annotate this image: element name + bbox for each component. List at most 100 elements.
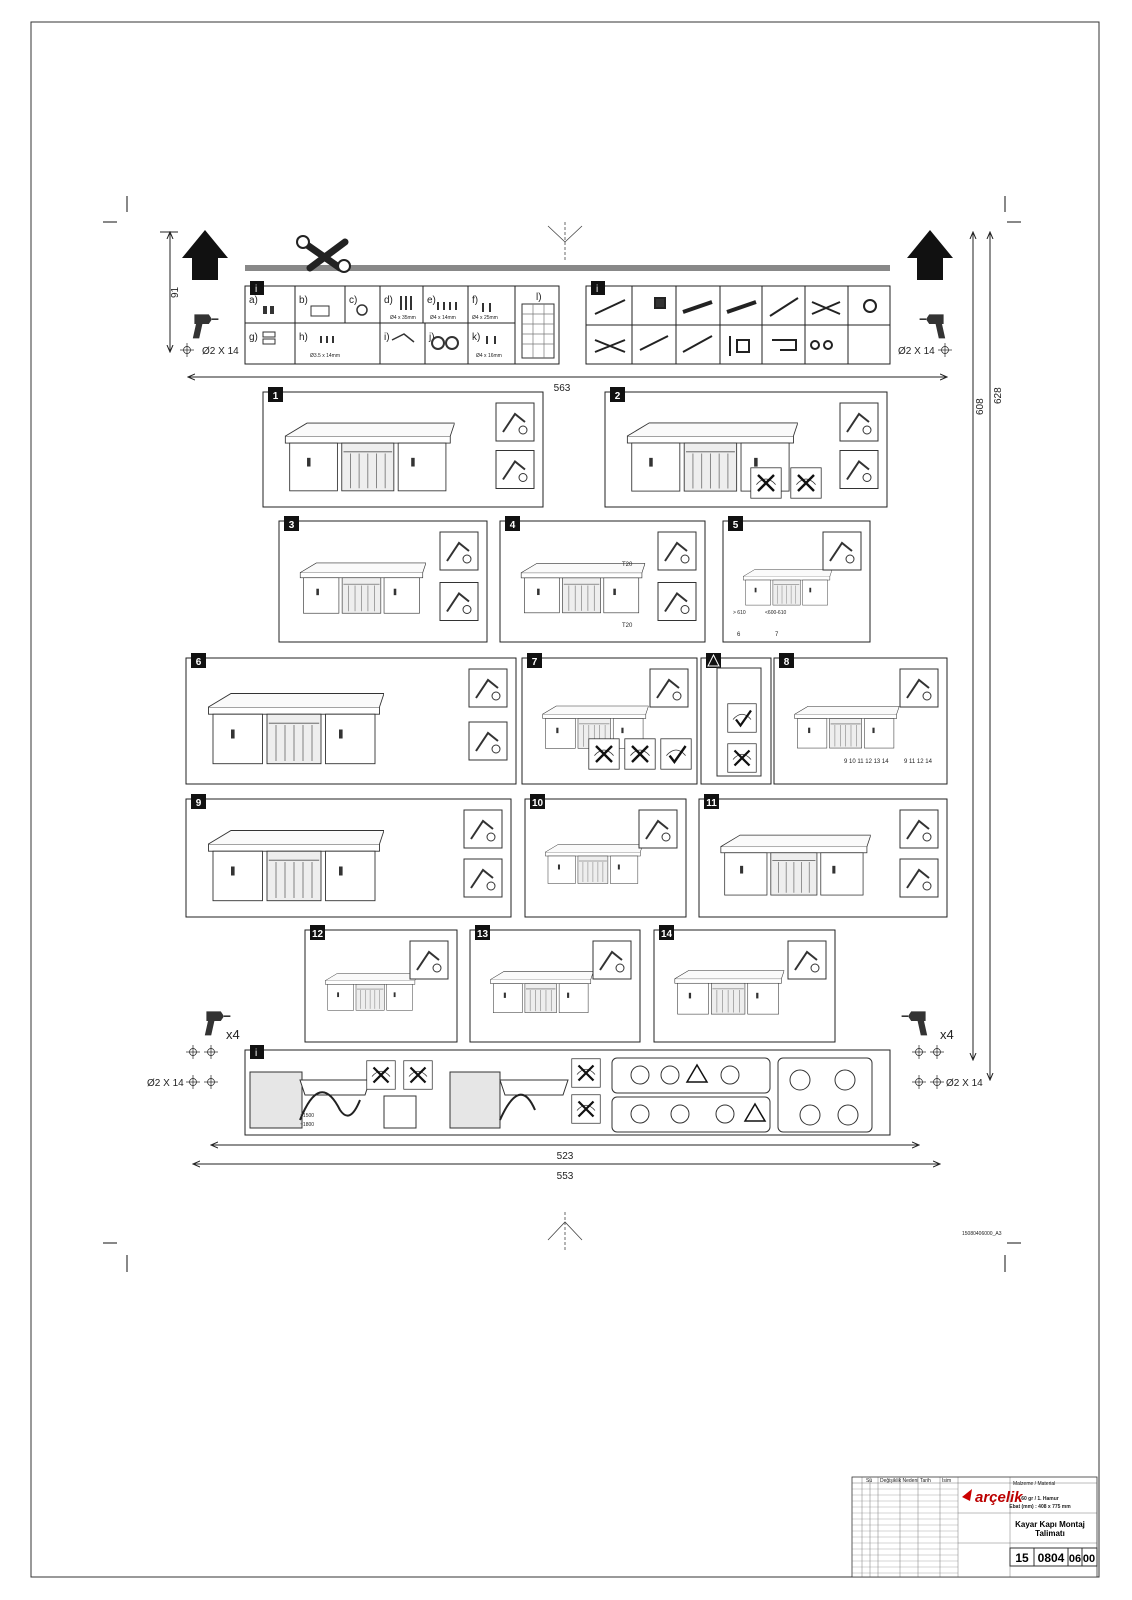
bottom-info-panel: i ~1500 ~1800 (244, 1045, 891, 1136)
screw-point-icon (938, 343, 952, 357)
screw-points-left (186, 1045, 218, 1089)
cordless-drill-icon (772, 339, 797, 351)
kitchen-illustration (208, 693, 384, 765)
svg-text:~1500: ~1500 (300, 1113, 314, 1119)
dim-563-label: 563 (554, 383, 571, 394)
screw-size-left: Ø2 X 14 (202, 346, 239, 357)
torx-label: T20 (622, 623, 633, 629)
svg-text:60 gr / 1. Hamur: 60 gr / 1. Hamur (1021, 1496, 1059, 1502)
step-panel-11: 11 (698, 794, 948, 918)
dim-553: 553 (193, 1164, 940, 1182)
tape-icon (736, 339, 750, 353)
part-d-label: d) (384, 295, 393, 306)
dim-91-label: 91 (170, 286, 181, 298)
wrong-drain-icon (403, 1060, 433, 1090)
part-d-spec: Ø4 x 35mm (390, 315, 416, 321)
cross-icon (588, 738, 620, 770)
wrench-tool-icon (639, 335, 669, 351)
detail-callout (468, 668, 508, 708)
drill-count-right: x4 (940, 1027, 954, 1042)
svg-text:Tarih: Tarih (920, 1478, 931, 1484)
svg-text:Sü: Sü (866, 1478, 872, 1484)
cross-icon (727, 743, 757, 773)
part-a-label: a) (249, 295, 258, 306)
tools-panel: i (585, 281, 891, 365)
detail-callout (495, 402, 535, 442)
svg-text:Malzeme / Material: Malzeme / Material (1013, 1481, 1055, 1487)
kitchen-illustration (490, 971, 594, 1013)
kitchen-illustration (520, 562, 646, 614)
step-number: 4 (510, 520, 516, 531)
pencil-icon (769, 297, 799, 317)
detail-callout (468, 721, 508, 761)
detail-callout (495, 449, 535, 490)
part-f-label: f) (472, 295, 478, 306)
svg-text:Ebat (mm) : 408 x 775 mm: Ebat (mm) : 408 x 775 mm (1009, 1504, 1071, 1510)
step-number: 10 (532, 798, 544, 809)
drill-icon (918, 313, 947, 340)
detail-callout (657, 531, 697, 571)
screw-size-bottom-right: Ø2 X 14 (946, 1078, 983, 1089)
part-i-label: i) (384, 332, 390, 343)
screw-size-bottom-left: Ø2 X 14 (147, 1078, 184, 1089)
step-number: 8 (784, 657, 790, 668)
screw-size-right: Ø2 X 14 (898, 346, 935, 357)
cut-icon (750, 467, 782, 499)
detail-callout (439, 531, 479, 571)
part-b-label: b) (299, 295, 308, 306)
sheet-border (30, 21, 1100, 1578)
kitchen-illustration (284, 422, 455, 492)
screw-points-right (912, 1045, 944, 1089)
part-h-spec: Ø3.5 x 14mm (310, 353, 340, 359)
arcelik-logo: arçelik (962, 1489, 1023, 1506)
svg-text:i: i (255, 284, 257, 295)
part-e-spec: Ø4 x 14mm (430, 315, 456, 321)
part-number: 15 0804 06 00 (1009, 1547, 1098, 1567)
detail-callout (439, 581, 479, 622)
svg-text:553: 553 (557, 1171, 574, 1182)
part-h-label: h) (299, 332, 308, 343)
doc-title-1: Kayar Kapı Montaj (1015, 1520, 1085, 1529)
sink-drain-diagram-b (449, 1071, 569, 1129)
detail-callout (787, 940, 827, 980)
detail-callout (899, 809, 939, 849)
svg-text:arçelik: arçelik (975, 1489, 1023, 1506)
step-number: 1 (273, 391, 279, 402)
dim-height-91: 91 (160, 232, 181, 352)
part-l-label: l) (536, 292, 542, 303)
step-number: 9 (196, 798, 202, 809)
countertop-bar (245, 265, 890, 271)
pliers-icon (594, 339, 626, 353)
svg-text:i: i (255, 1048, 257, 1059)
chisel-icon (726, 300, 757, 314)
detail-callout (592, 940, 632, 980)
svg-text:06: 06 (1069, 1553, 1081, 1565)
wrong-faucet-icon-2 (570, 1094, 602, 1124)
goto-step: 7 (775, 632, 779, 638)
sink-drain-diagram-a: ~1500 ~1800 (249, 1071, 371, 1129)
detail-callout (409, 940, 449, 980)
template-sheet-icon (521, 303, 555, 359)
step-panel-14: 14 (653, 925, 836, 1043)
part-c-label: c) (349, 295, 357, 306)
dim-608-label: 608 (975, 398, 986, 415)
kitchen-illustration (325, 973, 418, 1011)
kitchen-illustration (720, 834, 871, 896)
step-number: 12 (312, 929, 324, 940)
dim-628-label: 628 (993, 387, 1004, 404)
kitchen-illustration (674, 970, 785, 1015)
up-arrow-icon (182, 230, 228, 280)
step-number: 5 (733, 520, 739, 531)
step-number: 13 (477, 929, 489, 940)
document-code: 15080406000_A3 (962, 1231, 1002, 1237)
svg-text:00: 00 (1083, 1553, 1095, 1565)
part-k-spec: Ø4 x 16mm (476, 353, 502, 359)
detail-callout (839, 449, 879, 490)
detail-callout (839, 402, 879, 442)
step-panel-6: 6 (185, 653, 517, 785)
water-connection-steps (611, 1057, 873, 1133)
step-sequence-a: 9 10 11 12 13 14 (844, 759, 889, 765)
drill-icon (900, 1010, 929, 1037)
step-number: 2 (615, 391, 621, 402)
